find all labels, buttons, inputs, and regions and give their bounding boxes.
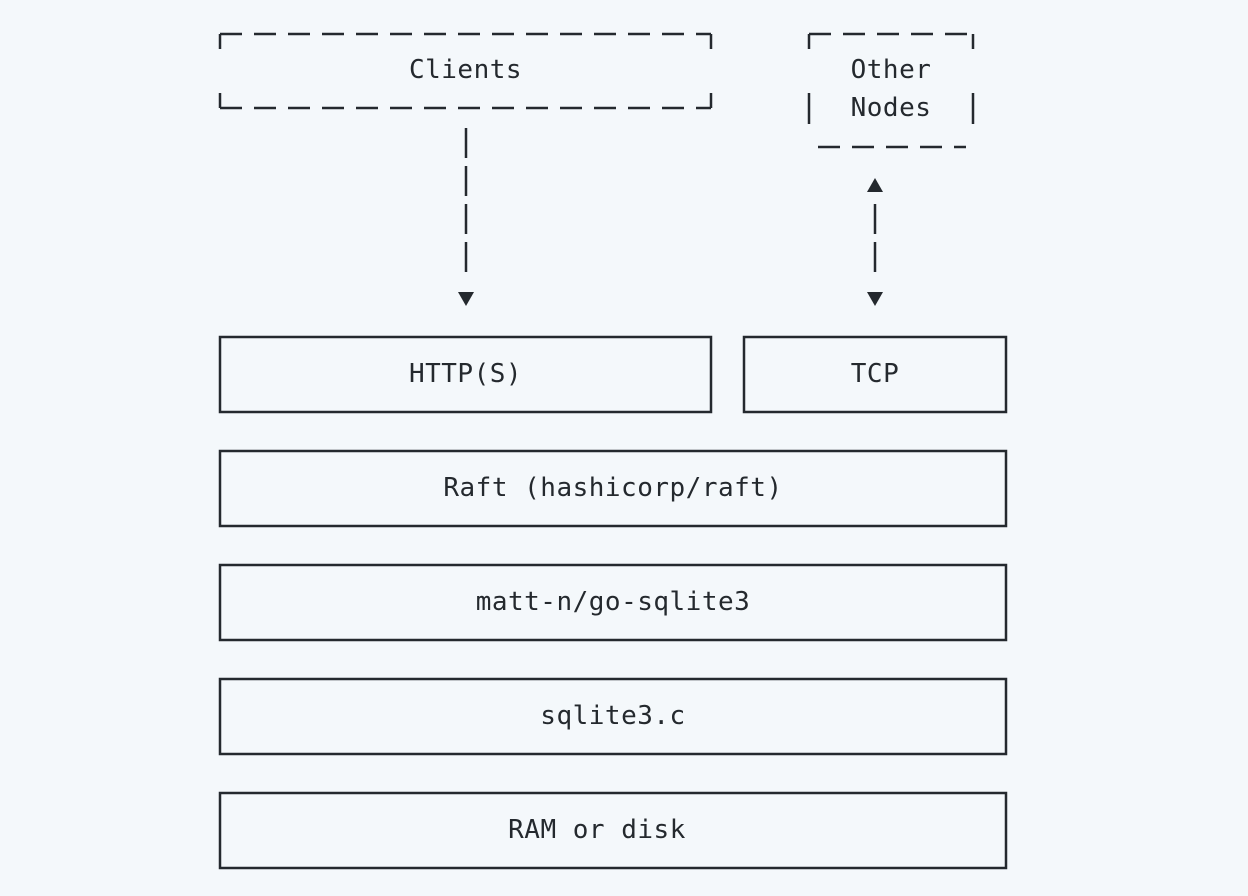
go-sqlite-label: matt-n/go-sqlite3 [475, 587, 751, 617]
go-sqlite-box [218, 563, 1008, 642]
sqlite-c-label: sqlite3.c [540, 701, 686, 731]
raft-label: Raft (hashicorp/raft) [443, 473, 783, 503]
clients-label: Clients [408, 55, 523, 85]
clients-to-http-arrow [458, 128, 474, 306]
other-nodes-box [807, 32, 975, 149]
clients-box [218, 32, 713, 110]
other-nodes-label-line2: Nodes [850, 93, 932, 123]
other-nodes-label-line1: Other [850, 55, 932, 85]
http-box [218, 335, 713, 414]
tcp-label: TCP [850, 359, 900, 389]
tcp-box [742, 335, 1008, 414]
raft-box [218, 449, 1008, 528]
sqlite-c-box [218, 677, 1008, 756]
storage-label: RAM or disk [508, 815, 686, 845]
storage-box [218, 791, 1008, 870]
tcp-other-nodes-arrow [867, 178, 883, 306]
http-label: HTTP(S) [408, 359, 523, 389]
